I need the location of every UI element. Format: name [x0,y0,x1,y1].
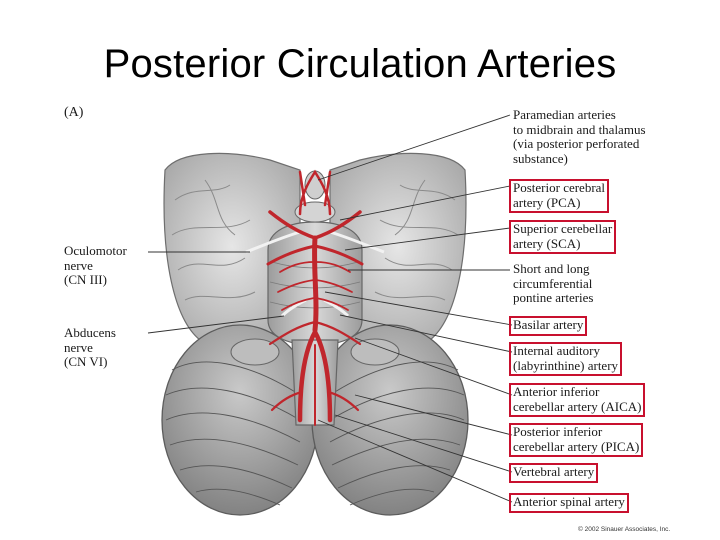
posterior-cerebral-artery [268,210,362,240]
pontine-arteries [277,261,353,311]
copyright-credit: © 2002 Sinauer Associates, Inc. [578,526,671,533]
label-abducens-nerve: Abducens nerve (CN VI) [64,325,116,369]
label-posterior-cerebral-artery: Posterior cerebral artery (PCA) [509,179,610,213]
panel-letter: (A) [64,105,84,120]
aica [268,320,362,346]
vertebral-artery-right [312,329,333,423]
label-basilar-artery: Basilar artery [509,316,588,336]
label-superior-cerebellar-artery: Superior cerebellar artery (SCA) [509,220,617,254]
circle-of-willis [298,169,332,216]
label-internal-auditory-artery: Internal auditory (labyrinthine) artery [509,342,623,376]
label-anterior-spinal-artery: Anterior spinal artery [509,493,629,513]
slide-title: Posterior Circulation Arteries [103,42,617,86]
label-aica: Anterior inferior cerebellar artery (AIC… [509,383,646,417]
superior-cerebellar-artery [266,244,364,266]
label-pontine-arteries: Short and long circumferential pontine a… [513,261,594,305]
label-oculomotor-nerve: Oculomotor nerve (CN III) [64,243,127,287]
arteries [266,169,364,426]
label-vertebral-artery: Vertebral artery [509,463,599,483]
label-pica: Posterior inferior cerebellar artery (PI… [509,423,644,457]
vertebral-artery-left [297,329,318,423]
pica [270,390,360,412]
label-paramedian-arteries: Paramedian arteries to midbrain and thal… [513,107,646,166]
cerebellum [161,324,469,516]
leader-lines [147,114,513,503]
basilar-artery [312,235,319,333]
